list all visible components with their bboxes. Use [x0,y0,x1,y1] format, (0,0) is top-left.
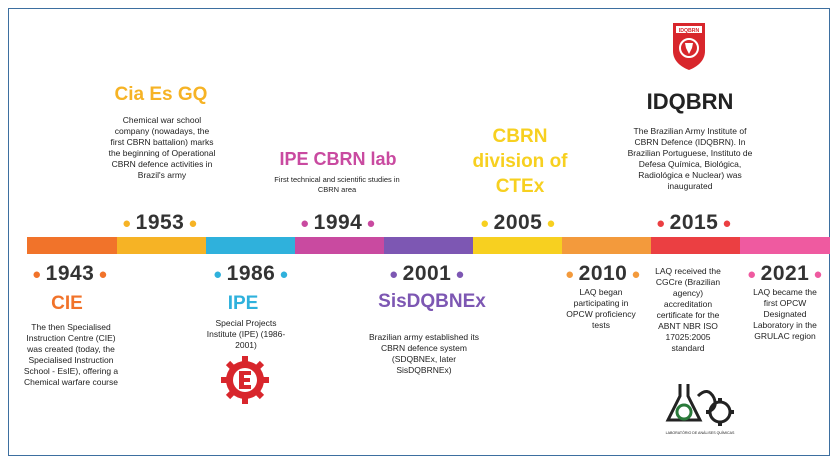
event-2001-dot-right: ● [455,265,465,283]
laq-caption: LABORATÓRIO DE ANÁLISES QUÍMICAS [666,430,735,435]
event-1994-description: First technical and scientific studies i… [274,175,400,194]
event-2001-dot-left: ● [389,265,399,283]
event-2015-year: ●2015● [656,211,732,234]
event-1994-year: ●1994● [300,211,376,234]
segment-1953 [117,237,206,254]
event-1986-dot-right: ● [279,265,289,283]
event-1953-name: Cia Es GQ [114,84,208,105]
event-1986-description: Special Projects Institute (IPE) (1986-2… [206,318,286,350]
idqbrn-badge-icon: IDQBRN [673,23,705,70]
segment-1986 [206,237,295,254]
event-2021-dot-right: ● [813,265,823,283]
segment-2010 [562,237,651,254]
event-2001-name: SisDQBNEx [378,291,486,312]
segment-2021 [740,237,830,254]
event-2021-year: ●2021● [747,262,823,285]
event-2015-laq-description: LAQ received the CGCre (Brazilian agency… [655,266,721,353]
event-1994-dot-left: ● [300,214,310,232]
event-1953-description: Chemical war school company (nowadays, t… [108,115,216,180]
segment-1994 [295,237,384,254]
event-2005-dot-right: ● [546,214,556,232]
segment-2015 [651,237,740,254]
event-2010-dot-right: ● [631,265,641,283]
event-2010-year: ●2010● [565,262,641,285]
event-2005-name: CBRN division of CTEx [472,126,568,197]
event-1986-dot-left: ● [213,265,223,283]
laq-logo-icon: LABORATÓRIO DE ANÁLISES QUÍMICAS [665,384,735,435]
segment-1943 [27,237,117,254]
event-1986-name: IPE [227,293,259,314]
event-1953-year: ●1953● [122,211,198,234]
segment-2001 [384,237,473,254]
timeline-bar [27,237,830,254]
event-2015-name: IDQBRN [646,89,734,114]
figure-frame [8,8,830,456]
event-2001-year: ●2001● [389,262,465,285]
event-1943-name: CIE [51,293,83,314]
event-2001-description: Brazilian army established its CBRN defe… [368,332,480,375]
event-2021-description: LAQ became the first OPCW Designated Lab… [753,287,817,341]
event-1953-dot-right: ● [188,214,198,232]
idqbrn-badge-text: IDQBRN [679,28,700,34]
event-2015-dot-right: ● [722,214,732,232]
event-1943-dot-right: ● [98,265,108,283]
event-2021-dot-left: ● [747,265,757,283]
event-1953-dot-left: ● [122,214,132,232]
event-1943-dot-left: ● [32,265,42,283]
event-2010-description: LAQ began participating in OPCW proficie… [566,287,636,330]
event-1943-year: ●1943● [32,262,108,285]
event-1943-description: The then Specialised Instruction Centre … [23,322,119,387]
ipe-logo-icon [221,356,269,404]
event-2005-dot-left: ● [480,214,490,232]
event-2010-dot-left: ● [565,265,575,283]
event-2015-description: The Brazilian Army Institute of CBRN Def… [627,126,753,191]
event-2015-dot-left: ● [656,214,666,232]
event-1994-dot-right: ● [366,214,376,232]
event-1986-year: ●1986● [213,262,289,285]
event-2005-year: ●2005● [480,211,556,234]
event-1994-name: IPE CBRN lab [279,149,397,169]
segment-2005 [473,237,562,254]
